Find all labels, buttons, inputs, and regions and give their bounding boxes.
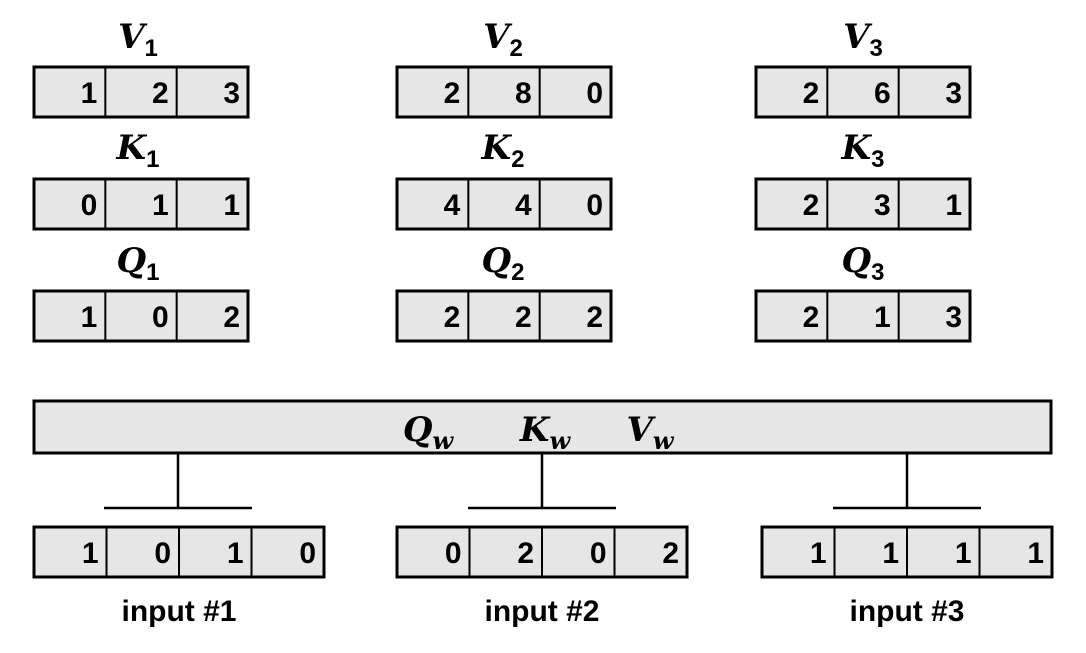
cell-value: 0 — [152, 301, 169, 334]
cell-value: 2 — [803, 77, 820, 110]
cell-value: 3 — [945, 77, 962, 110]
cell-value: 0 — [154, 537, 171, 570]
vector-box — [754, 289, 972, 343]
cell-value: 2 — [444, 301, 461, 334]
weights-bar: Qw Kw Vw — [32, 399, 1053, 455]
cell-value: 1 — [227, 537, 244, 570]
cell-value: 3 — [874, 189, 891, 222]
cell-value: 1 — [1027, 537, 1044, 570]
cell-value: 2 — [662, 537, 679, 570]
input-vector-2: 0 2 0 2 input #2 — [395, 525, 689, 628]
vector-k2: K2 4 4 0 — [395, 128, 613, 231]
cell-value: 2 — [223, 301, 240, 334]
vector-v2: V2 2 8 0 — [395, 17, 613, 119]
weight-term-vw: Vw — [626, 410, 674, 455]
cell-value: 2 — [803, 301, 820, 334]
vector-box — [395, 289, 613, 343]
vector-box — [395, 65, 613, 119]
weights-bar-box — [32, 399, 1053, 455]
cell-value: 0 — [81, 189, 98, 222]
vector-q1: Q1 1 0 2 — [32, 241, 250, 343]
cell-value: 1 — [882, 537, 899, 570]
cell-value: 1 — [810, 537, 827, 570]
cell-value: 1 — [874, 301, 891, 334]
vector-label: K3 — [841, 128, 885, 173]
cell-value: 0 — [445, 537, 462, 570]
cell-value: 3 — [945, 301, 962, 334]
input-label: input #1 — [121, 595, 236, 628]
weight-term-kw: Kw — [519, 410, 572, 455]
cell-value: 8 — [515, 77, 532, 110]
vector-label: Q2 — [482, 241, 525, 286]
cell-value: 2 — [803, 189, 820, 222]
vector-box — [32, 177, 250, 231]
vector-label: V2 — [483, 17, 523, 62]
cell-value: 3 — [223, 77, 240, 110]
cell-value: 0 — [586, 77, 603, 110]
vector-box — [395, 177, 613, 231]
weight-term-qw: Qw — [403, 410, 455, 455]
cell-value: 1 — [81, 77, 98, 110]
vector-q2: Q2 2 2 2 — [395, 241, 613, 343]
vector-label: Q3 — [842, 241, 885, 286]
vector-label: K2 — [481, 128, 525, 173]
vector-box — [754, 177, 972, 231]
cell-value: 4 — [515, 189, 532, 222]
vector-v3: V3 2 6 3 — [754, 17, 972, 119]
input-label: input #3 — [849, 595, 964, 628]
vector-v1: V1 1 2 3 — [32, 17, 250, 119]
vector-label: K1 — [116, 128, 160, 173]
cell-value: 1 — [945, 189, 962, 222]
vector-q3: Q3 2 1 3 — [754, 241, 972, 343]
vector-box — [32, 289, 250, 343]
vector-label: V1 — [118, 17, 158, 62]
cell-value: 1 — [223, 189, 240, 222]
cell-value: 0 — [586, 189, 603, 222]
cell-value: 2 — [444, 77, 461, 110]
input-vector-1: 1 0 1 0 input #1 — [32, 525, 326, 628]
cell-value: 0 — [299, 537, 316, 570]
cell-value: 0 — [590, 537, 607, 570]
input-label: input #2 — [484, 595, 599, 628]
vector-box — [32, 65, 250, 119]
cell-value: 1 — [81, 301, 98, 334]
vector-box — [754, 65, 972, 119]
cell-value: 2 — [515, 301, 532, 334]
vector-k3: K3 2 3 1 — [754, 128, 972, 231]
cell-value: 1 — [82, 537, 99, 570]
vector-label: Q1 — [117, 241, 160, 286]
cell-value: 4 — [444, 189, 461, 222]
vector-label: V3 — [843, 17, 883, 62]
cell-value: 2 — [517, 537, 534, 570]
input-vector-3: 1 1 1 1 input #3 — [760, 525, 1054, 628]
cell-value: 2 — [152, 77, 169, 110]
vector-k1: K1 0 1 1 — [32, 128, 250, 231]
cell-value: 1 — [152, 189, 169, 222]
cell-value: 1 — [955, 537, 972, 570]
cell-value: 6 — [874, 77, 891, 110]
cell-value: 2 — [586, 301, 603, 334]
